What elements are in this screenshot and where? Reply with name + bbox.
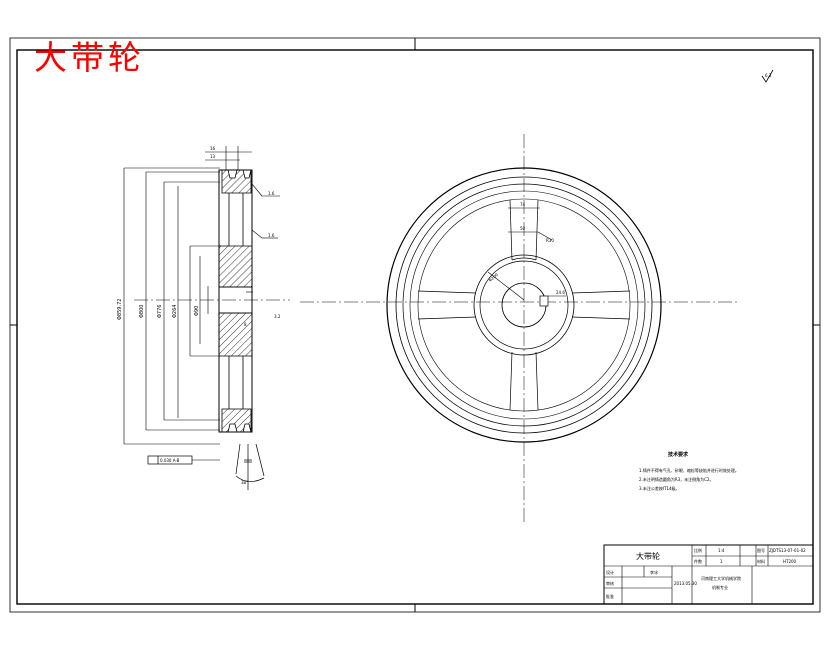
drawing-title: 大带轮 [34,38,145,77]
dim-hub-dia: Φ200 [487,272,499,283]
top-dimensions [205,146,252,170]
tb-approved-label: 批准 [606,593,614,599]
rim-circles [386,167,662,443]
dim-hub-width: 16 [210,146,216,151]
title-block: 大带轮 比例 1:4 图号 ZJDTS13-07-01-02 件数 1 材料 H… [603,544,814,605]
dim-d2: Φ800 [139,305,145,318]
notes-item-3: 3.未注公差按IT14级。 [639,485,680,491]
tb-drawing-no-value: ZJDTS13-07-01-02 [769,548,806,553]
tb-qty-label: 件数 [694,558,702,564]
inner-frame [16,49,814,605]
technical-notes: 技术要求 1.铸件不得有气孔、砂眼、缩松等缺陷并进行时效处理。 2.未注明铸造圆… [639,451,739,491]
title-block-name: 大带轮 [636,551,660,561]
dim-spoke-radius: R30 [546,238,554,243]
side-section-view: Φ859.72 Φ800 Φ776 Φ264 Φ90 16 13 1.6 1.6… [117,146,290,490]
dim-outer-dia: Φ859.72 [117,299,123,320]
dim-d3: Φ776 [157,305,163,318]
spoke-dimensions [487,207,566,301]
rim-offset: 8 [244,322,247,327]
tb-school2: 机制专业 [712,584,728,590]
leader-2: 1.6 [268,233,275,238]
bore-roughness: 3.2 [274,314,281,319]
tb-checked-label: 审核 [606,580,614,586]
roughness-value: 6.3 [765,73,772,78]
roughness-symbol: 6.3 [761,69,774,83]
diameter-dimension-lines [123,167,220,445]
tb-drawn-label: 设计 [606,569,614,575]
frame-centering-marks [10,38,820,612]
notes-item-1: 1.铸件不得有气孔、砂眼、缩松等缺陷并进行时效处理。 [639,467,739,473]
tb-ratio-value: 1:4 [718,548,725,553]
leader-1: 1.6 [268,191,275,196]
hub-circles [473,254,575,356]
notes-item-2: 2.未注明铸造圆角为R3，未注倒角为C2。 [639,476,713,482]
leaders [246,183,280,293]
tb-ratio-label: 比例 [694,547,702,553]
outer-frame [9,37,821,613]
rim-grooves-bottom [221,408,252,433]
rim-grooves-top [221,169,252,194]
groove-angle: 38° [241,480,248,485]
tb-drawing-no-label: 图号 [757,547,765,553]
tb-drawn-name: 李冰 [650,569,658,575]
groove-detail [235,443,265,490]
dim-spoke-width-inner: 50 [520,226,526,231]
rim-outline [218,169,253,433]
dim-keyway: 24.6 [556,290,565,295]
dim-spoke-width-outer: 74 [520,202,526,207]
tolerance-frame: 0.030 A-B [147,455,220,465]
web-lines [219,193,252,409]
diameter-dimension-texts: Φ859.72 Φ800 Φ776 Φ264 Φ90 [117,299,200,320]
notes-heading: 技术要求 [668,451,689,458]
tb-qty-value: 1 [720,559,723,564]
svg-text:0.030 A-B: 0.030 A-B [160,458,180,463]
dim-d4: Φ264 [172,305,178,318]
hub-section [218,245,253,357]
tb-material-value: HT200 [783,559,797,564]
dim-groove-pitch: 13 [210,154,216,159]
tb-checked-date: 2013.05.30 [674,581,697,586]
tb-school: 河南理工大学机械学院 [701,575,741,581]
front-view: 74 50 R30 Φ200 24.6 [300,134,740,522]
tb-material-label: 材料 [757,558,765,564]
dim-d5: Φ90 [194,306,200,316]
spokes [417,199,631,411]
